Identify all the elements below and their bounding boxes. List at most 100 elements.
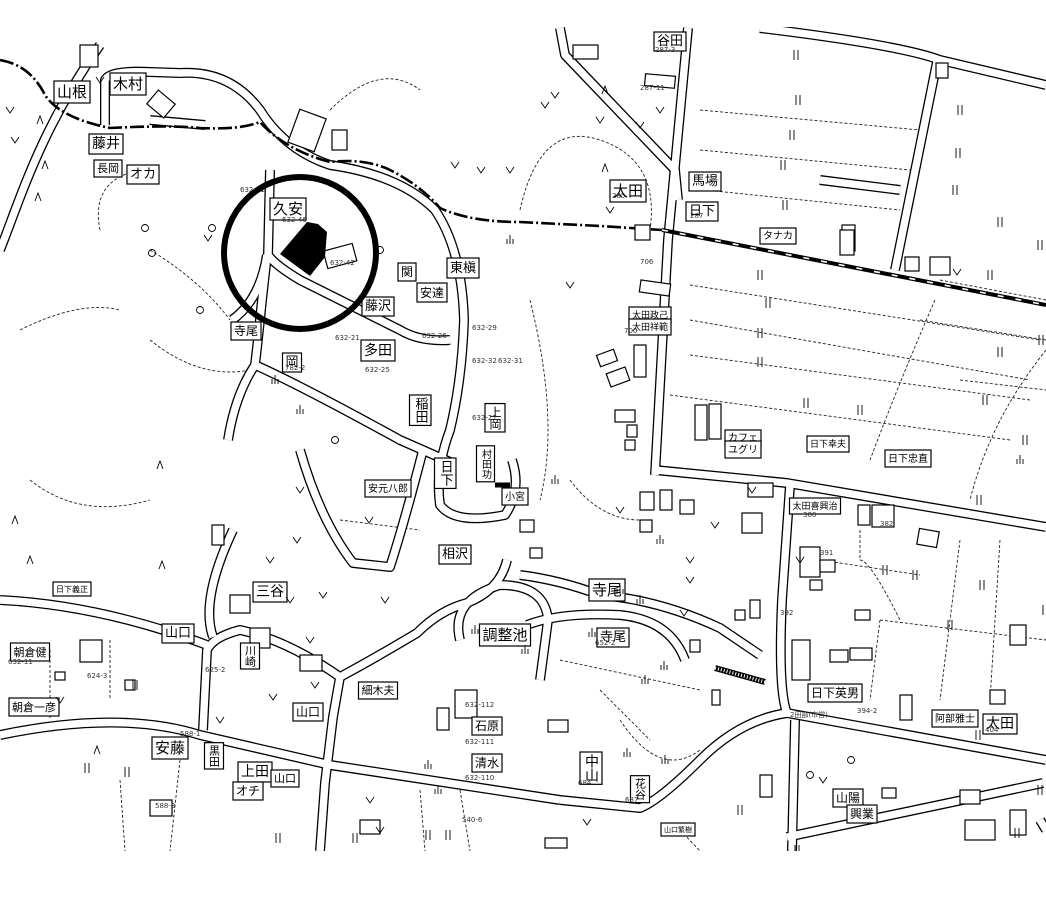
field-symbol: [380, 596, 390, 604]
field-symbol: [5, 106, 15, 114]
field-symbol: [10, 136, 20, 144]
parcel-line: [689, 284, 1041, 341]
parcel-line: [704, 189, 901, 211]
building-label-kawasaki: 川崎: [244, 645, 257, 667]
labeled-building: [9, 642, 51, 662]
parcel-line: [529, 299, 549, 501]
building-label-terao-1: 寺尾: [234, 324, 258, 338]
labeled-building: [161, 623, 195, 644]
paddy-symbol: [275, 833, 281, 843]
target-parcel: [280, 222, 327, 276]
road-surface: [777, 484, 794, 715]
labeled-building: [281, 352, 303, 373]
building: [145, 89, 177, 119]
grass-symbol: [551, 475, 559, 484]
building: [899, 694, 913, 721]
paddy-symbol: [957, 105, 963, 115]
target-circle: [221, 174, 379, 332]
paddy-symbol: [947, 620, 953, 630]
road-surface: [654, 466, 1046, 531]
railway-line-dashes: [661, 229, 1046, 306]
building-label-hanaya: 花谷: [634, 778, 647, 801]
building: [639, 491, 655, 511]
parcel-line: [599, 689, 651, 741]
labeled-building: [397, 262, 417, 282]
road-surface: [149, 116, 206, 129]
building: [149, 799, 173, 817]
building: [741, 512, 763, 534]
parcel-number: 540-6: [462, 816, 483, 824]
grass-symbol: [636, 595, 644, 604]
parcel-number: 684: [578, 779, 592, 787]
parcel-line: [819, 559, 921, 576]
field-symbol: [795, 556, 805, 564]
labeled-building: [759, 227, 797, 245]
field-symbol: [605, 206, 615, 214]
building-label-ishihara: 石原: [475, 719, 499, 733]
building: [544, 837, 568, 849]
building-label-asakura-kazuhiko: 朝倉一彦: [12, 700, 56, 714]
building: [634, 224, 651, 241]
parcel-number: 632-46: [282, 216, 307, 224]
building-label-kusaka-yoshimasa: 日下義正: [56, 584, 88, 594]
field-symbol: [582, 818, 592, 826]
building-label-kusaka-1: 日下: [438, 460, 454, 486]
map-labels: 山根木村藤井長岡オカ久安東槇藤沢安達関多田寺尾岡稲田上岡日下村田功安元八郎相沢小…: [12, 34, 1014, 834]
grass-symbol: [623, 748, 631, 757]
labeled-building: [724, 440, 762, 459]
bottom-margin: [0, 851, 1046, 920]
target-site-marker: [221, 174, 379, 332]
waste-symbol: [156, 459, 164, 470]
grass-symbol: [434, 785, 442, 794]
road-surface: [651, 27, 692, 476]
parcel-line: [459, 789, 471, 852]
labeled-building: [408, 394, 432, 427]
paddy-symbol: [780, 160, 786, 170]
tree-symbol: [331, 436, 339, 444]
building: [749, 599, 761, 619]
building: [639, 519, 653, 533]
paddy-symbol: [1038, 335, 1044, 345]
parcel-number: 632-111: [465, 738, 494, 746]
labeled-building: [416, 282, 448, 303]
building-label-kusaka-2: 日下: [689, 204, 715, 219]
parcel-line: [989, 539, 1001, 701]
parcel-line: [939, 539, 961, 701]
building: [211, 524, 225, 546]
labeled-building: [438, 544, 472, 565]
parcel-number: 380: [803, 511, 816, 519]
labeled-building: [806, 435, 850, 453]
field-symbol: [375, 826, 385, 834]
building-label-ochi: オチ: [236, 784, 260, 798]
land-use-symbols: [5, 50, 1044, 855]
labeled-building: [360, 339, 396, 362]
building: [124, 679, 136, 691]
waste-symbol: [36, 114, 44, 125]
parcel-line: [119, 779, 126, 852]
building-label-yamaguchi-1: 山口: [165, 626, 191, 641]
building: [454, 689, 478, 719]
labeled-building: [252, 581, 288, 603]
tree-symbol: [847, 756, 855, 764]
labeled-building: [53, 80, 91, 104]
field-symbol: [318, 591, 328, 599]
grass-symbol: [521, 645, 529, 654]
parcel-line: [969, 349, 1046, 501]
building: [829, 649, 849, 663]
building: [633, 344, 647, 378]
building-label-baba: 馬場: [692, 174, 718, 189]
paddy-symbol: [912, 570, 918, 580]
building: [519, 519, 535, 533]
parcel-number: 632-112: [465, 701, 494, 709]
waste-symbol: [34, 191, 42, 202]
parcel-number: 624-3: [87, 672, 107, 680]
paddy-symbol: [976, 495, 982, 505]
field-symbol: [679, 609, 689, 617]
labeled-building: [982, 713, 1018, 735]
building-label-sanyo-1: 山陽: [836, 791, 860, 805]
paddy-symbol: [765, 298, 771, 308]
road-surface: [786, 709, 1046, 764]
field-symbol: [95, 76, 105, 84]
building: [849, 647, 873, 661]
